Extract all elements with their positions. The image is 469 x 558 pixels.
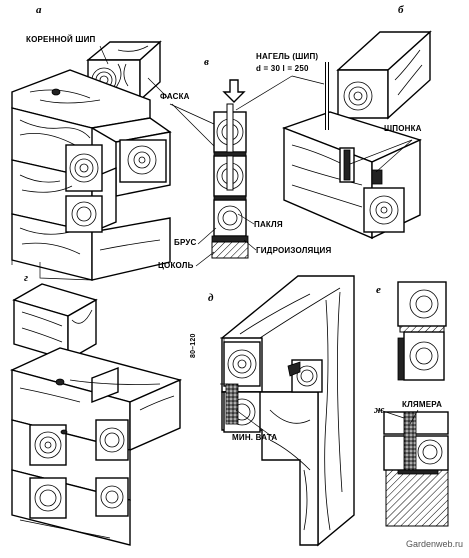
panel-b-drawing: [281, 30, 432, 240]
panel-g-top-block: [12, 283, 98, 362]
label-dowel-dims: d = 30 l = 250: [256, 64, 309, 73]
watermark: Gardenweb.ru: [405, 539, 463, 549]
panel-zh-drawing: [379, 409, 449, 527]
label-plinth: ЦОКОЛЬ: [158, 261, 194, 270]
label-waterproofing: ГИДРОИЗОЛЯЦИЯ: [256, 246, 332, 255]
panel-label-zh: ж: [374, 404, 385, 416]
label-dowel: НАГЕЛЬ (ШИП): [256, 52, 319, 61]
panel-d-drawing: [221, 275, 355, 547]
panel-g-corner-block: [9, 347, 183, 546]
panel-g-drawing: [9, 283, 183, 546]
panel-label-g: г: [24, 272, 29, 284]
panel-e-drawing: [397, 281, 447, 381]
label-tow: ПАКЛЯ: [254, 220, 283, 229]
panel-v-drawing: [211, 79, 249, 259]
arrow-down-icon: [222, 79, 246, 103]
label-mineral-wool: МИН. ВАТА: [232, 433, 278, 442]
panel-label-e: е: [376, 284, 381, 296]
panel-label-a: а: [36, 4, 42, 16]
label-beam: БРУС: [174, 238, 197, 247]
label-dimension: 80–120: [190, 333, 197, 358]
panel-b-top-block: [336, 30, 432, 120]
label-cramp: КЛЯМЕРА: [402, 400, 443, 409]
label-root-tenon: КОРЕННОЙ ШИП: [26, 35, 96, 44]
panel-label-d: д: [208, 292, 214, 304]
panel-label-b: б: [398, 4, 404, 16]
panel-label-v: в: [204, 56, 209, 68]
leader-lines: [99, 45, 419, 439]
label-chamfer: ФАСКА: [160, 92, 190, 101]
label-key: ШПОНКА: [384, 124, 422, 133]
panel-a-corner-block: [11, 69, 172, 281]
panel-a-drawing: [11, 40, 172, 281]
